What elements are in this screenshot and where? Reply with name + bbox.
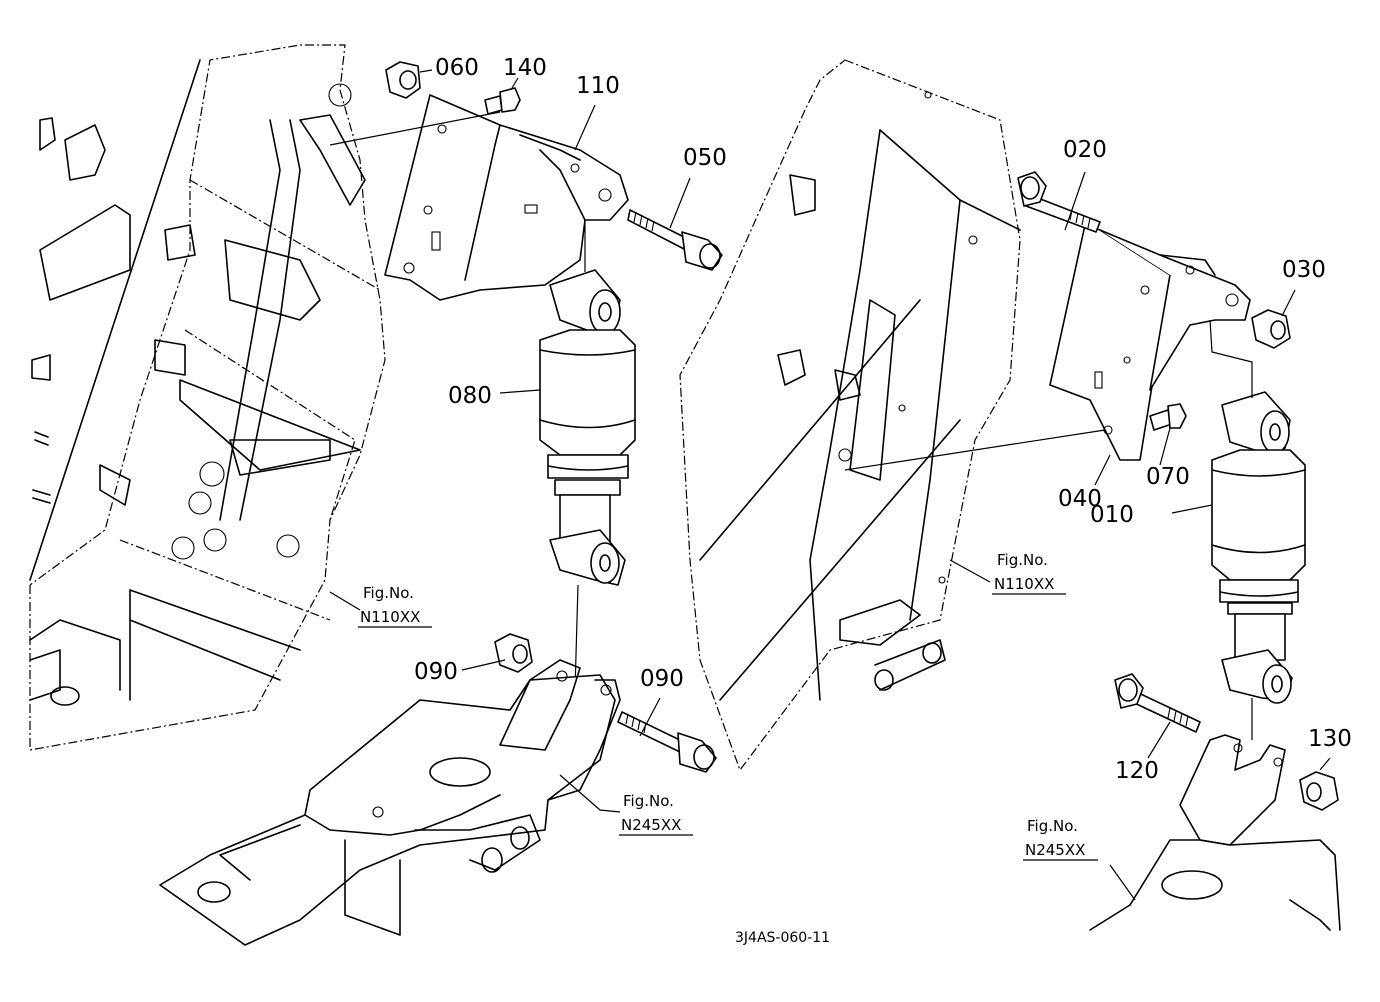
fig-ref-n245xx-left[interactable]: Fig.No. N245XX: [619, 792, 693, 836]
fig-ref-n245xx-right[interactable]: Fig.No. N245XX: [1023, 817, 1098, 861]
part-label-050: 050: [683, 145, 727, 171]
part-label-090: 090: [640, 666, 684, 692]
part-labels: 060 140 110 050 080 090 090 020 030 070 …: [414, 55, 1352, 784]
part-label-070: 070: [1146, 464, 1190, 490]
center-seat-panel: [329, 59, 1106, 772]
bolt-050: [627, 209, 723, 271]
part-label-080: 080: [448, 383, 492, 409]
mount-bracket-040: [1017, 171, 1291, 461]
left-cab-frame: [29, 44, 386, 751]
drawing-code: 3J4AS-060-11: [735, 930, 830, 946]
part-label-100: 090: [414, 659, 458, 685]
lower-right-bracket: [1089, 673, 1341, 931]
figure-references: Fig.No. N110XX Fig.No. N110XX Fig.No. N2…: [358, 551, 1098, 861]
fig-ref-code[interactable]: N110XX: [994, 575, 1054, 593]
part-label-110: 110: [576, 73, 620, 99]
part-label-140: 140: [503, 55, 547, 81]
fig-ref-n110xx-left[interactable]: Fig.No. N110XX: [358, 584, 432, 628]
fig-ref-prefix: Fig.No.: [363, 584, 414, 602]
part-label-120: 120: [1115, 758, 1159, 784]
fig-ref-code[interactable]: N245XX: [1025, 841, 1085, 859]
bolt-090: [617, 711, 717, 773]
leader-lines: [329, 69, 1331, 901]
fig-ref-prefix: Fig.No.: [1027, 817, 1078, 835]
lower-left-bracket: [159, 633, 621, 946]
part-label-060: 060: [435, 55, 479, 81]
shock-absorber-080: [539, 220, 636, 691]
part-label-040: 040: [1058, 486, 1102, 512]
part-label-010: 010: [1090, 502, 1134, 528]
fig-ref-n110xx-center[interactable]: Fig.No. N110XX: [992, 551, 1066, 595]
shock-absorber-010: [1209, 319, 1306, 740]
part-label-020: 020: [1063, 137, 1107, 163]
fig-ref-code[interactable]: N245XX: [621, 816, 681, 834]
fig-ref-prefix: Fig.No.: [997, 551, 1048, 569]
part-label-030: 030: [1282, 257, 1326, 283]
part-label-130: 130: [1308, 726, 1352, 752]
fig-ref-prefix: Fig.No.: [623, 792, 674, 810]
mount-bracket-110: [384, 61, 629, 301]
fig-ref-code[interactable]: N110XX: [360, 608, 420, 626]
